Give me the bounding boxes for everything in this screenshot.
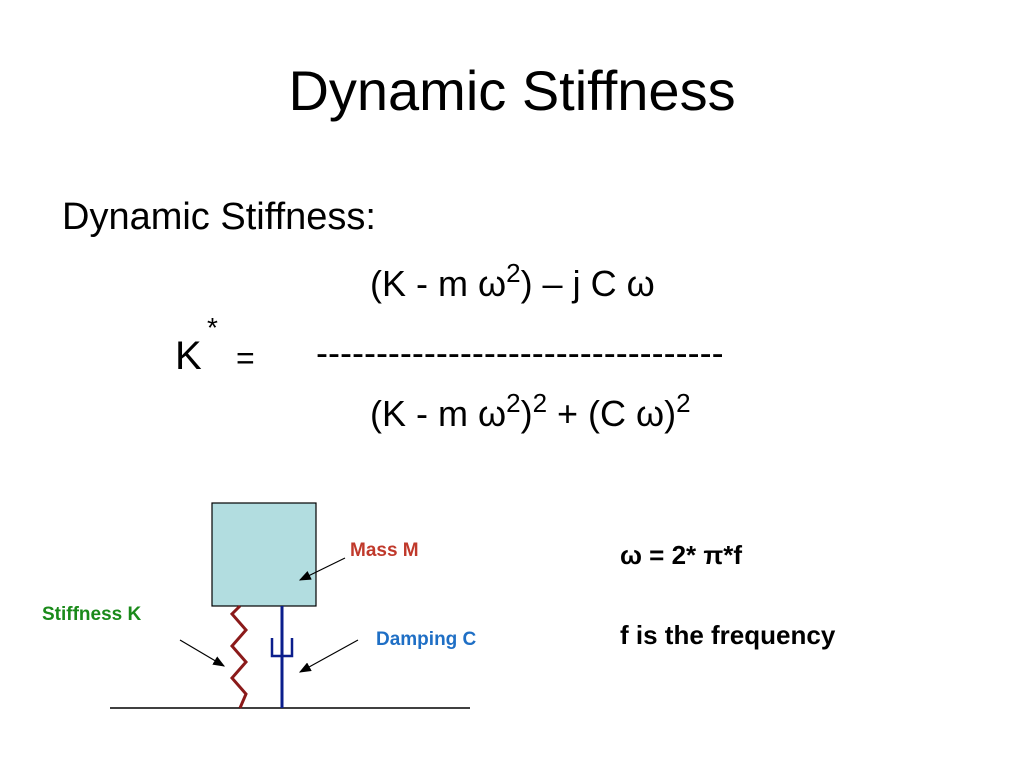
stiffness-label: Stiffness K: [42, 604, 142, 625]
damping-pointer-arrow: [298, 639, 359, 673]
mass-block: [211, 502, 317, 607]
numerator-part-a: (K - m ω: [370, 263, 507, 304]
numerator-part-b: ) – j C ω: [520, 263, 655, 304]
formula-lhs-superscript: *: [207, 312, 218, 343]
spring: [229, 604, 248, 709]
formula-equals: =: [236, 340, 255, 376]
formula-fraction-bar: ----------------------------------: [316, 332, 724, 373]
formula-denominator: (K - m ω2)2 + (C ω)2: [370, 390, 691, 434]
damping-label: Damping C: [376, 629, 477, 650]
denominator-part-b: ): [520, 393, 533, 434]
stiffness-pointer-arrow: [179, 639, 226, 667]
omega-definition: ω = 2* π*f: [620, 540, 743, 570]
slide-title: Dynamic Stiffness: [288, 59, 736, 122]
frequency-note: f is the frequency: [620, 620, 836, 650]
mass-pointer-arrow: [298, 557, 346, 581]
denominator-part-c: + (C ω): [547, 393, 677, 434]
damper-cylinder: [270, 638, 294, 658]
mass-label: Mass M: [350, 540, 419, 561]
denominator-part-a: (K - m ω: [370, 393, 507, 434]
section-heading: Dynamic Stiffness:: [62, 196, 376, 238]
denominator-exponent-1: 2: [506, 388, 521, 418]
formula-lhs: K: [175, 334, 202, 378]
formula-numerator: (K - m ω2) – j C ω: [370, 260, 655, 304]
denominator-exponent-2: 2: [532, 388, 548, 418]
denominator-exponent-3: 2: [676, 388, 691, 418]
numerator-exponent: 2: [506, 258, 521, 288]
